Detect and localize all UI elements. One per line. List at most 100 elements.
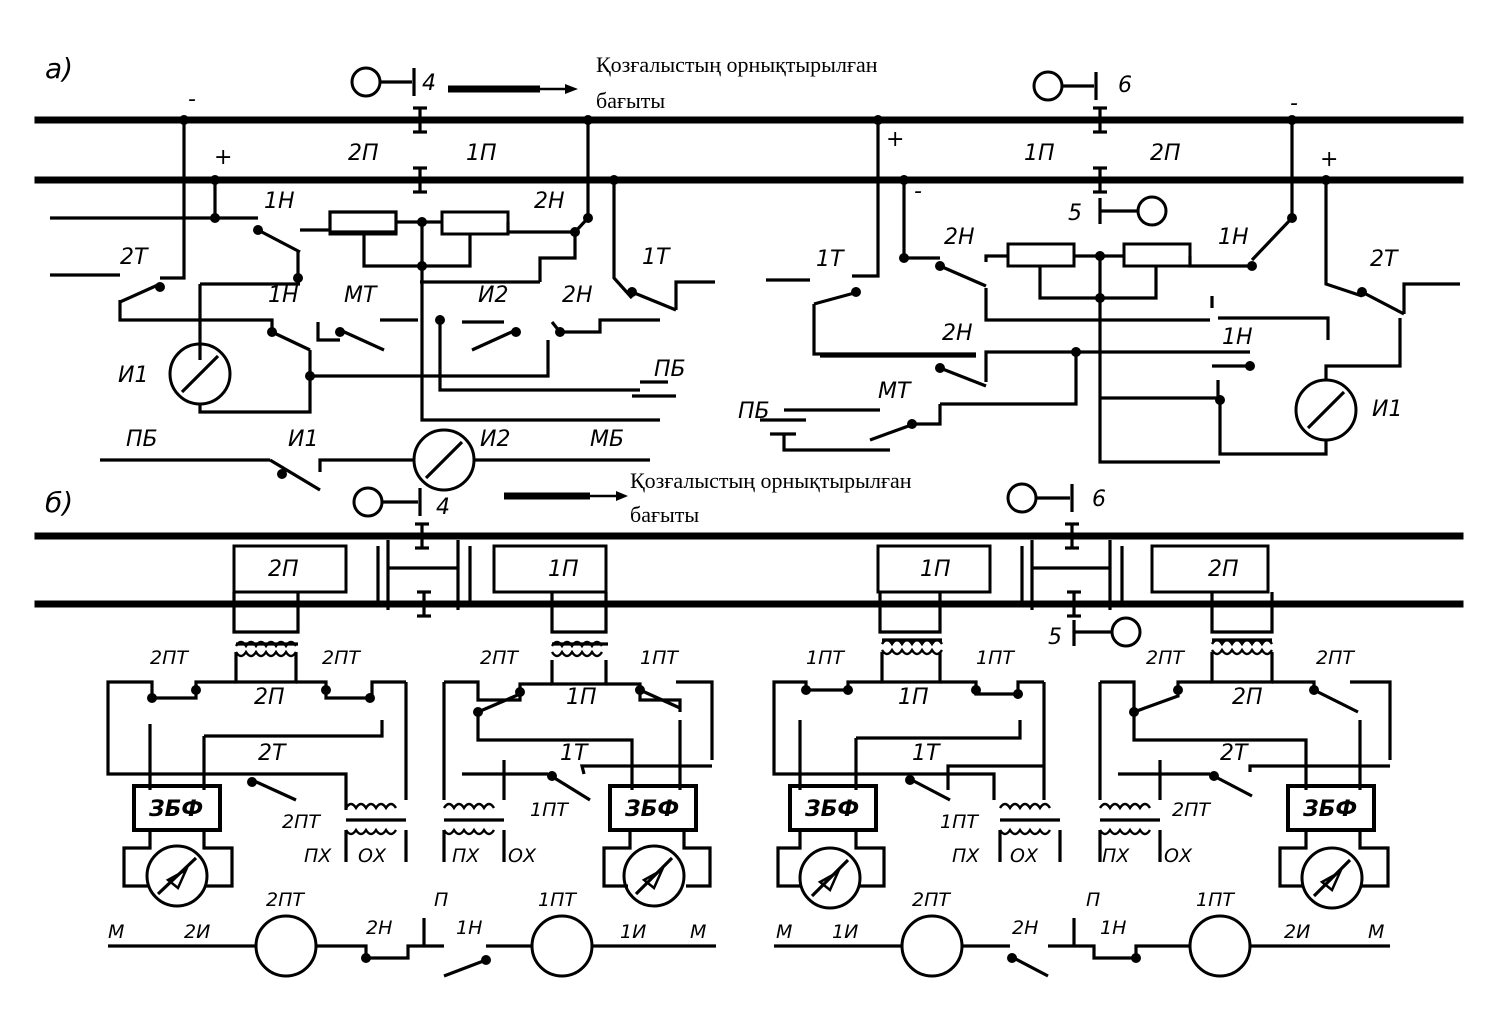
relay-label: П	[434, 889, 448, 911]
track-section-label: 1П	[466, 141, 497, 166]
relay-label: 2Н	[944, 225, 975, 250]
relay-label: 1Н	[1222, 325, 1253, 350]
polarity-mark: +	[1320, 147, 1338, 172]
relay-label: 2И	[184, 921, 210, 943]
track-relay-boxes-b	[232, 540, 1274, 646]
panel-b-module-4: ЗБФ	[1074, 652, 1392, 978]
relay-label: ПБ	[738, 399, 770, 424]
relay-label: 2Т	[120, 245, 149, 270]
relay-label: 1Т	[912, 741, 941, 766]
coil-label: ОХ	[1164, 845, 1193, 867]
coil-label: ПХ	[452, 845, 480, 867]
coil-label: ПХ	[1102, 845, 1130, 867]
relay-label: 2ПТ	[480, 647, 519, 669]
relay-label: 2ПТ	[266, 889, 305, 911]
relay-label: 1Т	[560, 741, 589, 766]
relay-label: 2ПТ	[150, 647, 189, 669]
relay-label: 2Н	[942, 321, 973, 346]
relay-label: 1ПТ	[976, 647, 1015, 669]
transformer-coils	[234, 638, 1274, 862]
relay-label: М	[108, 921, 124, 943]
relay-label: 2И	[1284, 921, 1310, 943]
relay-label: 2ПТ	[1146, 647, 1185, 669]
relay-label: И2	[480, 427, 510, 452]
track-section-label: 2П	[348, 141, 379, 166]
signal-6-label: 6	[1092, 487, 1106, 512]
signal-4-label: 4	[436, 495, 450, 520]
relay-label: 1Н	[268, 283, 299, 308]
signal-4-label: 4	[422, 71, 436, 96]
coil-label: ОХ	[358, 845, 387, 867]
insulating-joint	[413, 106, 1107, 194]
relay-label: М	[1368, 921, 1384, 943]
relay-label: 2Н	[562, 283, 593, 308]
relay-label: 2Н	[366, 917, 392, 939]
relay-label: И1	[118, 363, 148, 388]
signal-5-label: 5	[1068, 201, 1082, 226]
polarity-mark: +	[214, 145, 232, 170]
relay-label: МТ	[344, 283, 378, 308]
fuse-box-label: ЗБФ	[148, 797, 203, 822]
relay-label: 2ПТ	[912, 889, 951, 911]
track-section-label: 2П	[1208, 557, 1239, 582]
relay-label: 1П	[898, 685, 929, 710]
direction-note-line1: Қозғалыстың орнықтырылған	[630, 468, 912, 493]
direction-arrow-icon	[448, 84, 578, 94]
signal-4-a	[350, 66, 416, 98]
relay-label: 2Н	[534, 189, 565, 214]
panel-b-module-1: ЗБФ	[106, 652, 426, 978]
signal-6-b	[1006, 482, 1074, 514]
relay-label: 2ПТ	[1316, 647, 1355, 669]
relay-label: 2ПТ	[282, 811, 321, 833]
track-section-label: 1П	[920, 557, 951, 582]
polarity-mark: -	[1290, 91, 1298, 116]
relay-label: 1Н	[456, 917, 482, 939]
relay-label: 1П	[566, 685, 597, 710]
relay-label: И1	[288, 427, 318, 452]
track-section-label: 1П	[548, 557, 579, 582]
relay-label: 2Т	[1220, 741, 1249, 766]
relay-label: 2ПТ	[1172, 799, 1211, 821]
polarity-mark: -	[914, 179, 922, 204]
relay-label: М	[776, 921, 792, 943]
insulating-joint	[415, 522, 1081, 618]
relay-label: 1И	[832, 921, 858, 943]
signal-6-label: 6	[1118, 73, 1132, 98]
relay-label: И2	[478, 283, 508, 308]
polarity-mark: +	[886, 127, 904, 152]
signal-6-a	[1032, 70, 1098, 102]
fuse-box-label: ЗБФ	[624, 797, 679, 822]
relay-label: 1ПТ	[806, 647, 845, 669]
direction-note-line1: Қозғалыстың орнықтырылған	[596, 52, 878, 77]
relay-label: 1Н	[264, 189, 295, 214]
panel-b-module-3: ЗБФ	[772, 652, 1076, 978]
relay-label: И1	[1372, 397, 1402, 422]
panel-a-right-circuit	[760, 115, 1460, 464]
relay-label: 2Т	[258, 741, 287, 766]
relay-label: М	[690, 921, 706, 943]
relay-label: 1Т	[816, 247, 845, 272]
track-section-label: 2П	[268, 557, 299, 582]
relay-label: 1Н	[1218, 225, 1249, 250]
relay-label: П	[1086, 889, 1100, 911]
direction-arrow-icon	[504, 491, 628, 501]
relay-label: 1ПТ	[530, 799, 569, 821]
relay-label: 1ПТ	[640, 647, 679, 669]
relay-label: 1Т	[642, 245, 671, 270]
coil-label: ОХ	[508, 845, 537, 867]
panel-a-label: а)	[45, 52, 73, 85]
coil-label: ОХ	[1010, 845, 1039, 867]
panel-b-label: б)	[45, 486, 73, 519]
relay-label: 1ПТ	[1196, 889, 1235, 911]
relay-label: 2П	[1232, 685, 1263, 710]
relay-label: МТ	[878, 379, 912, 404]
polarity-mark: -	[188, 87, 196, 112]
signal-5-a	[1098, 195, 1168, 227]
track-section-label: 2П	[1150, 141, 1181, 166]
signal-5-label: 5	[1048, 625, 1062, 650]
relay-label: 1Н	[1100, 917, 1126, 939]
relay-label: 1ПТ	[538, 889, 577, 911]
direction-note-line2: бағыты	[630, 502, 699, 527]
relay-label: МБ	[590, 427, 624, 452]
